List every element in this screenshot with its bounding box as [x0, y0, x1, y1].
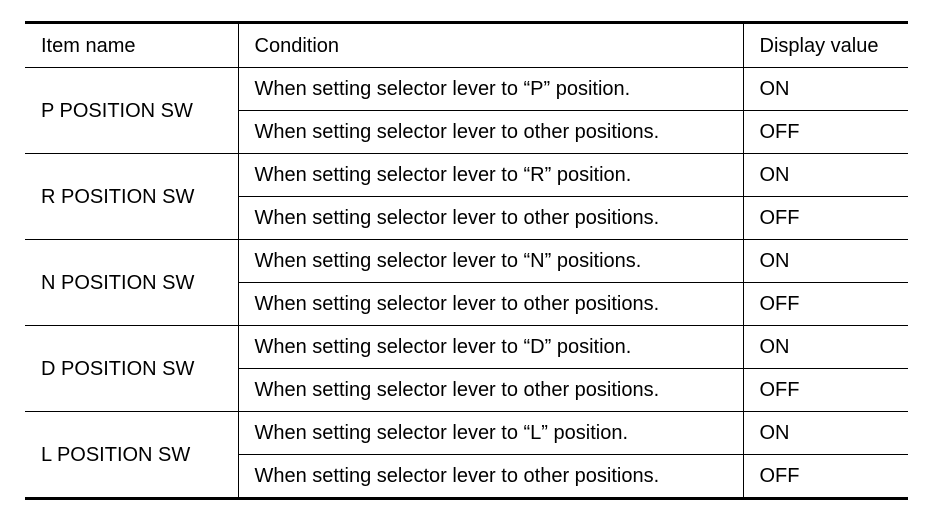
table-row: R POSITION SW When setting selector leve…: [25, 153, 908, 240]
table-row: D POSITION SW When setting selector leve…: [25, 325, 908, 412]
display-value-cell: OFF: [743, 368, 908, 412]
table-row: When setting selector lever to other pos…: [25, 282, 908, 326]
display-value-cell: ON: [743, 153, 908, 197]
table-row: When setting selector lever to other pos…: [25, 368, 908, 412]
condition-cell: When setting selector lever to “P” posit…: [238, 67, 744, 111]
display-value-cell: OFF: [743, 196, 908, 240]
item-name-cell: L POSITION SW: [25, 411, 239, 499]
header-item-name: Item name: [25, 22, 239, 68]
display-value-cell: ON: [743, 325, 908, 369]
table-row: N POSITION SW When setting selector leve…: [25, 239, 908, 326]
condition-cell: When setting selector lever to other pos…: [238, 282, 744, 326]
table-row: When setting selector lever to other pos…: [25, 454, 908, 499]
condition-cell: When setting selector lever to other pos…: [238, 368, 744, 412]
table-row: When setting selector lever to other pos…: [25, 110, 908, 154]
header-row: Item name Condition Display value: [25, 22, 908, 68]
condition-cell: When setting selector lever to “N” posit…: [238, 239, 744, 283]
item-name-cell: D POSITION SW: [25, 325, 239, 412]
table-header: Item name Condition Display value: [25, 22, 908, 68]
display-value-cell: ON: [743, 67, 908, 111]
table-row: L POSITION SW When setting selector leve…: [25, 411, 908, 499]
condition-cell: When setting selector lever to “L” posit…: [238, 411, 744, 455]
condition-cell: When setting selector lever to “R” posit…: [238, 153, 744, 197]
condition-cell: When setting selector lever to other pos…: [238, 196, 744, 240]
display-value-cell: OFF: [743, 454, 908, 499]
display-value-cell: ON: [743, 239, 908, 283]
item-name-cell: R POSITION SW: [25, 153, 239, 240]
condition-cell: When setting selector lever to other pos…: [238, 454, 744, 499]
table-body: P POSITION SW When setting selector leve…: [25, 67, 908, 499]
item-name-cell: N POSITION SW: [25, 239, 239, 326]
condition-cell: When setting selector lever to “D” posit…: [238, 325, 744, 369]
table-row: P POSITION SW When setting selector leve…: [25, 67, 908, 154]
position-switch-table: Item name Condition Display value P POSI…: [25, 21, 908, 500]
display-value-cell: OFF: [743, 282, 908, 326]
condition-cell: When setting selector lever to other pos…: [238, 110, 744, 154]
display-value-cell: ON: [743, 411, 908, 455]
display-value-cell: OFF: [743, 110, 908, 154]
header-display-value: Display value: [743, 22, 908, 68]
header-condition: Condition: [238, 22, 744, 68]
item-name-cell: P POSITION SW: [25, 67, 239, 154]
table-row: When setting selector lever to other pos…: [25, 196, 908, 240]
